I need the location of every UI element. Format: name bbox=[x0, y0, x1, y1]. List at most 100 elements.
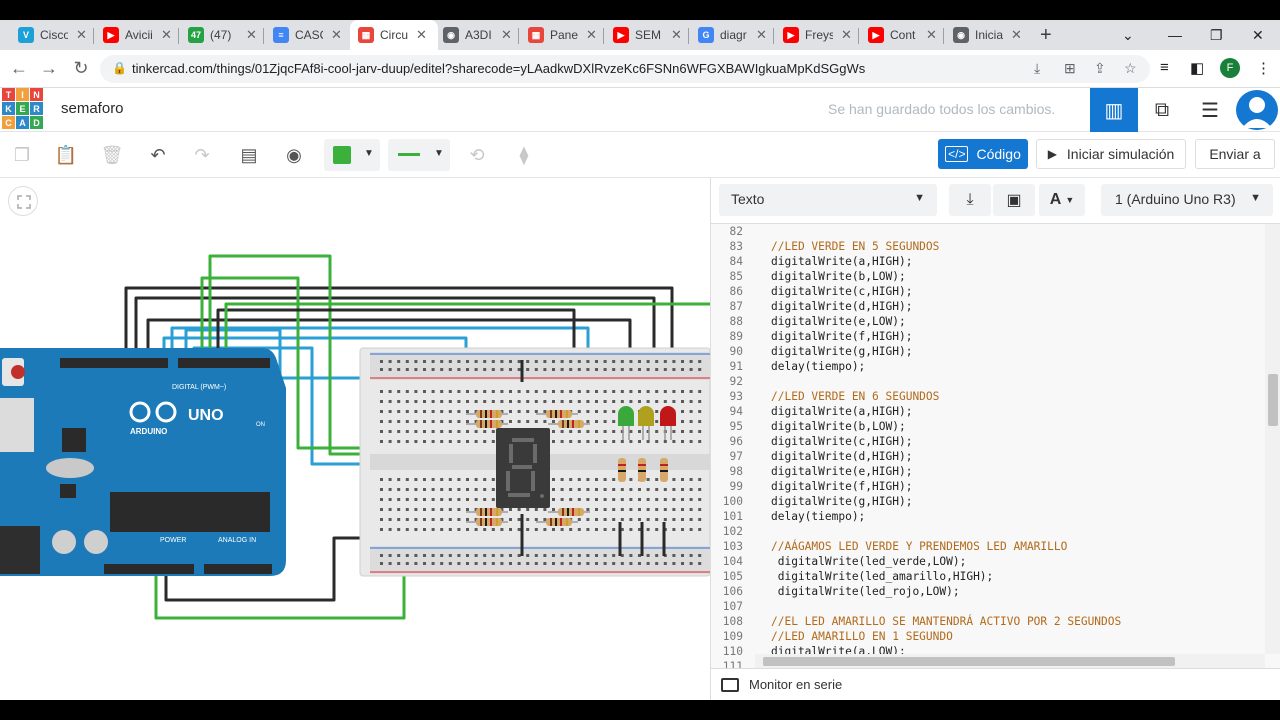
browser-tab[interactable]: ▶SEM✕ bbox=[605, 20, 687, 50]
code-line[interactable]: 106 digitalWrite(led_rojo,LOW); bbox=[711, 584, 1265, 599]
undo-icon[interactable]: ↶ bbox=[150, 144, 166, 165]
red-led[interactable] bbox=[660, 406, 676, 426]
blue-wire[interactable] bbox=[184, 328, 470, 380]
resistor[interactable] bbox=[546, 410, 572, 418]
tab-search-icon[interactable]: ⌄ bbox=[1122, 27, 1134, 43]
circuit-canvas[interactable]: DIGITAL (PWM~) ARDUINO UNO POWER ANALOG … bbox=[0, 178, 710, 700]
code-button[interactable]: </> Código bbox=[938, 139, 1028, 169]
wire-color-dropdown[interactable]: ▼ bbox=[324, 139, 380, 171]
serial-monitor-toggle[interactable]: Monitor en serie bbox=[711, 668, 1280, 700]
close-tab-icon[interactable]: ✕ bbox=[926, 27, 937, 42]
yellow-led[interactable] bbox=[638, 406, 654, 426]
code-line[interactable]: 102 bbox=[711, 524, 1265, 539]
resistor[interactable] bbox=[546, 518, 572, 526]
download-code-button[interactable]: ⤓ bbox=[949, 184, 991, 216]
code-line[interactable]: 92 bbox=[711, 374, 1265, 389]
code-line[interactable]: 103//AÁGAMOS LED VERDE Y PRENDEMOS LED A… bbox=[711, 539, 1265, 554]
close-tab-icon[interactable]: ✕ bbox=[671, 27, 682, 42]
resistor[interactable] bbox=[476, 518, 502, 526]
code-line[interactable]: 82 bbox=[711, 224, 1265, 239]
code-line[interactable]: 109//LED AMARILLO EN 1 SEGUNDO bbox=[711, 629, 1265, 644]
code-line[interactable]: 104 digitalWrite(led_verde,LOW); bbox=[711, 554, 1265, 569]
flip-icon[interactable]: ⧫ bbox=[519, 144, 529, 165]
resistor[interactable] bbox=[558, 420, 584, 428]
green-wire[interactable] bbox=[154, 568, 406, 620]
library-button[interactable]: ▣ bbox=[993, 184, 1035, 216]
code-line[interactable]: 111 bbox=[711, 659, 1265, 668]
browser-tab[interactable]: 47(47)✕ bbox=[180, 20, 262, 50]
url-field[interactable]: 🔒 tinkercad.com/things/01ZjqcFAf8i-cool-… bbox=[100, 55, 1150, 83]
share-icon[interactable]: ⇪ bbox=[1094, 60, 1106, 76]
close-tab-icon[interactable]: ✕ bbox=[756, 27, 767, 42]
resistor[interactable] bbox=[476, 410, 502, 418]
code-line[interactable]: 108//EL LED AMARILLO SE MANTENDRÁ ACTIVO… bbox=[711, 614, 1265, 629]
paste-icon[interactable]: 📋 bbox=[54, 144, 78, 165]
black-wire[interactable] bbox=[164, 536, 380, 602]
close-tab-icon[interactable]: ✕ bbox=[841, 27, 852, 42]
notes-visibility-icon[interactable]: ◉ bbox=[286, 144, 302, 165]
circuit-view-button[interactable]: ▥ bbox=[1090, 88, 1138, 132]
vertical-scrollbar-thumb[interactable] bbox=[1268, 374, 1278, 426]
new-tab-icon[interactable]: + bbox=[1040, 24, 1052, 46]
install-icon[interactable]: ⤓ bbox=[1034, 60, 1041, 76]
browser-tab[interactable]: ▶Cont✕ bbox=[860, 20, 942, 50]
maximize-icon[interactable]: ❐ bbox=[1210, 27, 1223, 43]
project-title[interactable]: semaforo bbox=[61, 100, 124, 117]
schematic-view-button[interactable]: ⧉ bbox=[1138, 88, 1186, 132]
horizontal-scrollbar-thumb[interactable] bbox=[763, 657, 1175, 666]
start-simulation-button[interactable]: ▶ Iniciar simulación bbox=[1036, 139, 1186, 169]
font-size-button[interactable]: A ▼ bbox=[1039, 184, 1085, 216]
browser-tab[interactable]: ◉A3DI✕ bbox=[435, 20, 517, 50]
sidepanel-icon[interactable]: ◧ bbox=[1190, 60, 1205, 77]
component-list-button[interactable]: ☰ bbox=[1186, 88, 1234, 132]
code-line[interactable]: 93//LED VERDE EN 6 SEGUNDOS bbox=[711, 389, 1265, 404]
close-tab-icon[interactable]: ✕ bbox=[246, 27, 257, 42]
close-tab-icon[interactable]: ✕ bbox=[501, 27, 512, 42]
copy-icon[interactable]: ❐ bbox=[13, 144, 31, 165]
green-led[interactable] bbox=[618, 406, 634, 426]
resistor[interactable] bbox=[476, 508, 502, 516]
send-to-button[interactable]: Enviar a bbox=[1195, 139, 1275, 169]
green-wire[interactable] bbox=[224, 302, 710, 358]
resistor[interactable] bbox=[476, 420, 502, 428]
back-icon[interactable]: ← bbox=[10, 58, 28, 78]
browser-tab[interactable]: ▶Avicii✕ bbox=[95, 20, 177, 50]
code-line[interactable]: 107 bbox=[711, 599, 1265, 614]
browser-tab[interactable]: ▦Pane✕ bbox=[520, 20, 602, 50]
fit-view-button[interactable] bbox=[8, 186, 38, 216]
close-tab-icon[interactable]: ✕ bbox=[1011, 27, 1022, 42]
bookmark-star-icon[interactable]: ☆ bbox=[1124, 60, 1137, 76]
forward-icon[interactable]: → bbox=[40, 58, 58, 78]
wire-type-dropdown[interactable]: ▼ bbox=[388, 139, 450, 171]
user-avatar[interactable] bbox=[1236, 90, 1278, 130]
profile-avatar[interactable]: F bbox=[1220, 58, 1240, 78]
close-tab-icon[interactable]: ✕ bbox=[161, 27, 172, 42]
board-select[interactable]: 1 (Arduino Uno R3) ▼ bbox=[1101, 184, 1273, 216]
arduino-uno-board[interactable]: DIGITAL (PWM~) ARDUINO UNO POWER ANALOG … bbox=[0, 348, 286, 576]
reload-icon[interactable]: ↻ bbox=[73, 58, 89, 78]
browser-tab[interactable]: ▶Freys✕ bbox=[775, 20, 857, 50]
minimize-icon[interactable]: — bbox=[1168, 27, 1182, 43]
redo-icon[interactable]: ↷ bbox=[194, 144, 210, 165]
code-line[interactable]: 105 digitalWrite(led_amarillo,HIGH); bbox=[711, 569, 1265, 584]
close-tab-icon[interactable]: ✕ bbox=[416, 27, 427, 42]
